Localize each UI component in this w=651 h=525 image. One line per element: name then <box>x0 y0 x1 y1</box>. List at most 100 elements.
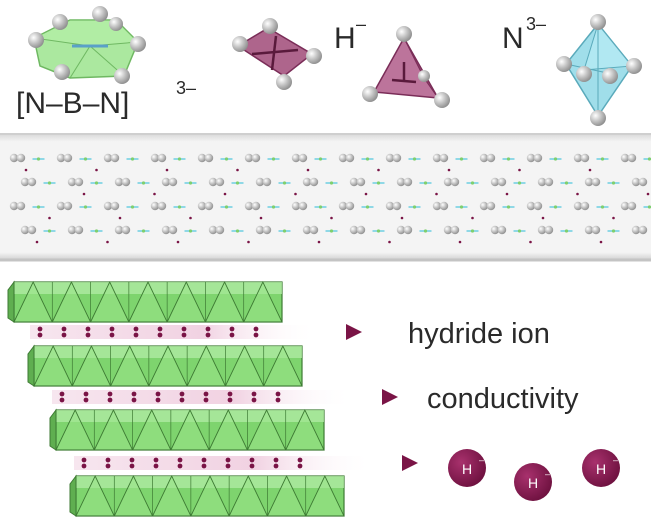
band-atom <box>110 153 120 163</box>
band-atom <box>591 177 601 187</box>
band-atom-small <box>318 157 323 161</box>
band-atom-small <box>470 229 475 233</box>
band-atom <box>403 177 413 187</box>
band-h-atom <box>165 168 169 172</box>
band-atom-small <box>235 181 240 185</box>
octahedron-face <box>208 408 249 451</box>
hydride-dot <box>81 457 87 463</box>
hydride-dot <box>181 326 187 332</box>
band-atom <box>638 177 648 187</box>
band-h-atom <box>189 216 192 220</box>
hydride-dot <box>249 457 255 463</box>
hydride-dot <box>227 397 233 403</box>
band-atom-small <box>600 157 605 161</box>
conduction-arrow-head <box>346 324 362 340</box>
hydride-tetrahedron-icon <box>362 26 450 108</box>
band-h-atom <box>435 192 438 196</box>
band-atom-small <box>224 205 229 209</box>
band-atom-small <box>600 205 605 209</box>
hydride-dot <box>61 332 67 338</box>
band-h-atom <box>294 192 297 196</box>
hydride-dot <box>105 457 111 463</box>
band-atom <box>9 201 19 211</box>
band-atom <box>573 201 583 211</box>
band-atom <box>356 177 366 187</box>
band-atom-small <box>564 181 569 185</box>
band-atom <box>392 201 402 211</box>
hydride-dot <box>201 463 207 469</box>
band-atom <box>110 201 120 211</box>
band-atom <box>208 177 218 187</box>
band-atom <box>439 153 449 163</box>
hydride-dot <box>201 457 207 463</box>
octahedron-face <box>13 280 53 323</box>
hydride-dot <box>59 397 65 403</box>
hydride-dot <box>275 397 281 403</box>
band-atom <box>533 201 543 211</box>
hydride-dot <box>177 457 183 463</box>
band-atom <box>349 225 359 235</box>
band-h-atom <box>599 240 603 244</box>
band-atom <box>620 201 630 211</box>
band-atom <box>157 153 167 163</box>
hydride-dot <box>251 391 257 397</box>
band-atom-small <box>553 205 558 209</box>
ion-trail <box>30 325 318 339</box>
band-atom <box>161 225 171 235</box>
band-h-atom <box>541 216 545 220</box>
band-atom <box>591 225 601 235</box>
band-atom <box>486 201 496 211</box>
band-atom <box>20 225 30 235</box>
band-atom <box>497 177 507 187</box>
band-atom <box>533 153 543 163</box>
band-atom-small <box>423 181 428 185</box>
octahedron-face <box>33 344 73 387</box>
band-atom <box>121 225 131 235</box>
band-h-atom <box>223 192 227 196</box>
band-atom <box>197 201 207 211</box>
hydride-dot <box>131 397 137 403</box>
band-h-atom <box>24 168 28 172</box>
band-atom-small <box>506 205 511 209</box>
band-atom <box>56 153 66 163</box>
band-atom <box>255 225 265 235</box>
octahedron-face <box>148 344 188 387</box>
band-atom <box>244 201 254 211</box>
band-atom <box>584 225 594 235</box>
band-atom-small <box>318 205 323 209</box>
octahedron-face <box>113 474 154 517</box>
band-atom <box>432 201 442 211</box>
hydride-label: H <box>334 22 356 55</box>
band-atom-small <box>188 181 193 185</box>
band-h-atom <box>330 216 333 220</box>
band-atom <box>63 201 73 211</box>
band-atom <box>627 201 637 211</box>
band-atom-small <box>130 205 135 209</box>
band-atom-small <box>47 229 52 233</box>
band-atom <box>302 177 312 187</box>
band-atom-small <box>141 229 146 233</box>
hydride-dot <box>37 332 43 338</box>
hydride-dot <box>85 326 91 332</box>
band-atom <box>439 201 449 211</box>
hydride-dot <box>131 391 137 397</box>
band-atom <box>479 153 489 163</box>
hydride-dot <box>273 457 279 463</box>
band-h-atom <box>447 168 451 172</box>
band-h-atom <box>317 240 321 244</box>
band-atom-small <box>564 229 569 233</box>
band-atom <box>63 153 73 163</box>
band-h-atom <box>576 192 579 196</box>
nitride-octahedron-icon <box>556 14 642 126</box>
hydride-dot <box>297 463 303 469</box>
octahedron-face <box>228 474 269 517</box>
octahedron-face <box>93 408 134 451</box>
hydride-dot <box>157 326 163 332</box>
band-atom-small <box>83 157 88 161</box>
octahedron-face <box>190 474 230 517</box>
band-atom <box>56 201 66 211</box>
band-atom-small <box>36 205 41 209</box>
band-atom <box>27 177 37 187</box>
